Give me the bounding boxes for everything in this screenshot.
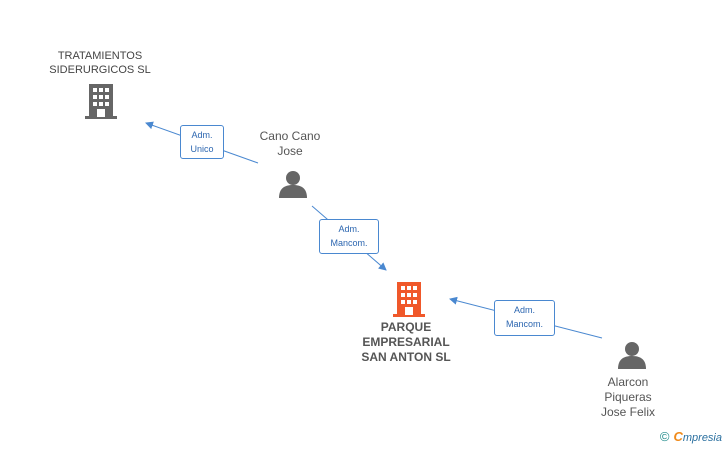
node-label-line: EMPRESARIAL [362, 335, 450, 349]
person-icon[interactable] [278, 170, 308, 198]
building-icon[interactable] [393, 281, 425, 317]
role-box-adm-mancom[interactable]: Adm. Mancom. [494, 300, 555, 336]
node-label-line: Alarcon [607, 375, 649, 389]
role-line: Mancom. [330, 238, 368, 248]
node-label-line: Cano Cano [259, 129, 321, 143]
node-label-line: SIDERURGICOS SL [49, 64, 151, 76]
node-label-line: Jose [277, 144, 303, 158]
brand-initial: C [673, 429, 683, 444]
empresia-logo[interactable]: ©Cmpresia [660, 429, 722, 444]
role-box-adm-unico[interactable]: Adm. Unico [180, 125, 224, 159]
node-label-line: TRATAMIENTOS [57, 50, 143, 62]
role-line: Mancom. [505, 319, 543, 329]
node-label-tratamientos[interactable]: TRATAMIENTOS SIDERURGICOS SL [30, 49, 170, 77]
copyright-icon: © [659, 429, 670, 444]
node-label-line: Jose Felix [600, 405, 656, 419]
role-line: Adm. [338, 224, 360, 234]
brand-name: mpresia [682, 432, 722, 444]
node-label-line: PARQUE [380, 320, 432, 334]
node-label-cano[interactable]: Cano Cano Jose [240, 129, 340, 159]
role-line: Adm. [191, 130, 213, 140]
node-label-line: Piqueras [604, 390, 652, 404]
node-label-alarcon[interactable]: Alarcon Piqueras Jose Felix [580, 375, 676, 420]
person-icon[interactable] [617, 341, 647, 369]
role-line: Unico [190, 144, 214, 154]
role-box-adm-mancom[interactable]: Adm. Mancom. [319, 219, 379, 254]
role-line: Adm. [513, 305, 535, 315]
node-label-line: SAN ANTON SL [361, 350, 451, 364]
building-icon[interactable] [85, 83, 117, 119]
node-label-parque[interactable]: PARQUE EMPRESARIAL SAN ANTON SL [346, 320, 466, 365]
